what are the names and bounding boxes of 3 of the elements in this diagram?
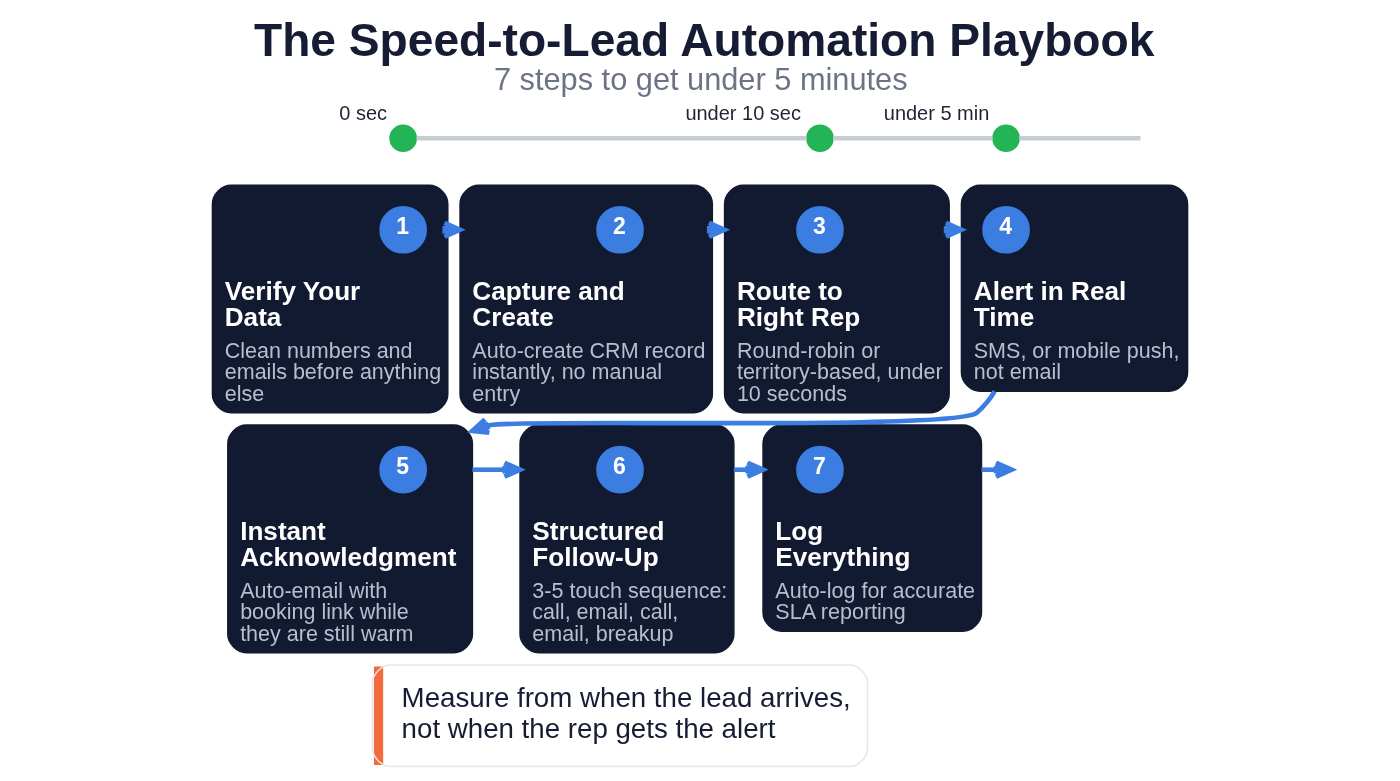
node-label: 0 sec <box>339 101 388 124</box>
node-label: under 5 min <box>883 101 990 124</box>
node-label: under 10 sec <box>685 101 801 124</box>
